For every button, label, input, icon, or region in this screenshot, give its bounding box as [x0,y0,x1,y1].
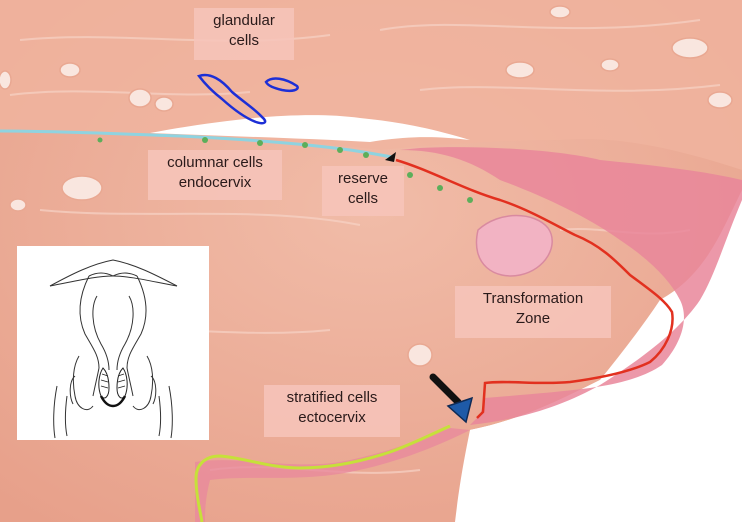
label-reserve-line2: cells [347,190,378,207]
label-tz-line2: Zone [515,310,551,327]
gland-island [475,214,553,277]
reserve-cell-dots [97,137,473,203]
label-columnar-cells: columnar cells endocervix [148,150,282,200]
label-stratified-line1: stratified cells [286,389,378,406]
label-reserve-cells: reserve cells [322,166,404,216]
canal-cleft [150,115,470,142]
label-tz-line1: Transformation [482,290,584,307]
label-stratified-cells: stratified cells ectocervix [264,385,400,437]
stratified-line [194,424,451,522]
transformation-zone-line [395,158,674,419]
label-glandular-cells: glandular cells [194,8,294,60]
label-columnar-line1: columnar cells [167,154,263,171]
reserve-marker [385,152,396,162]
lumen-lower [455,300,742,522]
vessels [0,5,733,367]
down-right-arrow-icon [429,373,474,424]
label-glandular-line2: cells [228,32,259,49]
uterus-cervix-line-drawing-icon [49,259,178,439]
ectocervix-epithelium [195,428,470,522]
label-transformation-zone: Transformation Zone [455,286,611,338]
label-stratified-line2: ectocervix [298,409,366,426]
glandular-outline-1 [196,73,267,125]
label-columnar-line2: endocervix [178,174,252,191]
label-reserve-line1: reserve [337,170,389,187]
label-glandular-line1: glandular [213,12,275,29]
glandular-outline-2 [264,77,299,93]
columnar-line [0,129,393,159]
uterus-diagram-inset [17,246,209,440]
